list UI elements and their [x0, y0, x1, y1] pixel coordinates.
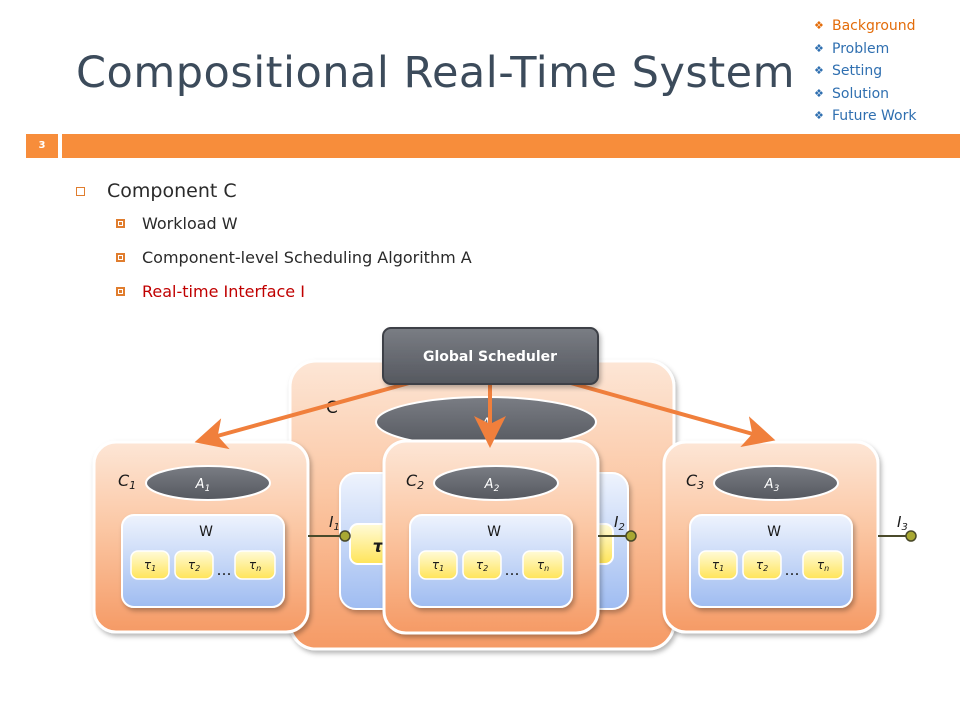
nav-item-problem[interactable]: ❖ Problem — [814, 38, 917, 61]
bullet-component: Component C — [76, 176, 472, 206]
section-nav: ❖ Background ❖ Problem ❖ Setting ❖ Solut… — [814, 15, 917, 128]
bullet-workload: Workload W — [76, 206, 472, 240]
scheduler-label: A2 — [484, 477, 500, 494]
task-label: τ1 — [432, 558, 444, 573]
scheduler-arrows — [194, 378, 776, 450]
square-bullet-icon — [116, 218, 125, 228]
global-scheduler-label: Global Scheduler — [423, 349, 557, 365]
task-box — [234, 550, 276, 580]
scheduler-node — [433, 465, 559, 501]
square-bullet-icon — [116, 252, 125, 262]
nav-label: Background — [832, 18, 916, 34]
workload-label: W — [487, 524, 501, 540]
title-divider-bar — [62, 134, 960, 158]
scheduler-node — [713, 465, 839, 501]
arrow-to-c1 — [194, 378, 421, 450]
nav-label: Solution — [832, 85, 890, 102]
component-c3: C3 A3 W τ1 τ2 … τn — [662, 440, 880, 634]
interface-port-icon — [905, 530, 917, 542]
nav-label: Problem — [832, 40, 890, 57]
task-label: τ2 — [756, 558, 768, 573]
task-label: τn — [817, 558, 829, 573]
interface-label: I2 — [614, 513, 625, 533]
interface-label: I3 — [897, 513, 908, 533]
slide-title: Compositional Real-Time System — [76, 48, 796, 98]
interface-i3: I3 — [878, 513, 917, 542]
interface-port-icon — [625, 530, 637, 542]
task-box — [418, 550, 458, 580]
scheduler-label: A1 — [195, 477, 211, 494]
bullet-interface: Real-time Interface I — [76, 274, 472, 308]
bullet-text: Component C — [107, 180, 237, 202]
task-ellipsis: … — [785, 561, 800, 579]
diamond-bullet-icon: ❖ — [814, 64, 824, 77]
bullet-text: Component-level Scheduling Algorithm A — [142, 247, 472, 267]
diamond-bullet-icon: ❖ — [814, 109, 824, 122]
task-label: τ2 — [188, 558, 200, 573]
nav-label: Setting — [832, 63, 883, 79]
diamond-bullet-icon: ❖ — [814, 41, 824, 55]
component-label: C2 — [406, 471, 424, 492]
bullet-list: Component C Workload W Component-level S… — [76, 176, 472, 308]
interface-i2: I2 — [598, 513, 637, 542]
parent-task-label: τ — [373, 537, 385, 557]
task-box — [698, 550, 738, 580]
nav-item-solution[interactable]: ❖ Solution — [814, 83, 917, 106]
component-label: C1 — [118, 471, 136, 492]
bullet-text: Real-time Interface I — [142, 281, 305, 301]
component-label: C3 — [686, 471, 704, 492]
interface-label: I1 — [329, 513, 340, 533]
interface-i1: I1 — [308, 513, 351, 542]
workload-label: W — [767, 524, 781, 540]
task-ellipsis: … — [505, 561, 520, 579]
square-bullet-icon — [116, 286, 125, 296]
task-box — [802, 550, 844, 580]
square-bullet-icon — [76, 186, 85, 196]
arrow-to-c3 — [559, 378, 776, 448]
bullet-text: Workload W — [142, 213, 238, 233]
task-ellipsis: … — [217, 561, 232, 579]
task-label: τn — [249, 558, 261, 573]
task-label: τ1 — [144, 558, 156, 573]
nav-item-setting[interactable]: ❖ Setting — [814, 60, 917, 83]
workload-label: W — [199, 524, 213, 540]
component-c2: C2 A2 W τ1 τ2 … τn — [382, 439, 600, 635]
nav-item-background[interactable]: ❖ Background — [814, 15, 917, 38]
task-box — [742, 550, 782, 580]
parent-component-label: C — [326, 398, 338, 418]
nav-item-future-work[interactable]: ❖ Future Work — [814, 105, 917, 128]
task-box — [174, 550, 214, 580]
nav-label: Future Work — [832, 108, 917, 124]
slide-number: 3 — [26, 134, 58, 158]
task-box — [462, 550, 502, 580]
diamond-bullet-icon: ❖ — [814, 19, 824, 32]
component-c1: C1 A1 W τ1 τ2 … τn — [92, 440, 310, 634]
diamond-bullet-icon: ❖ — [814, 86, 824, 100]
task-label: τn — [537, 558, 549, 573]
global-scheduler-box — [382, 327, 599, 385]
task-box — [522, 550, 564, 580]
global-scheduler: Global Scheduler — [382, 327, 599, 385]
scheduler-label: A3 — [764, 477, 780, 494]
task-label: τ1 — [712, 558, 724, 573]
scheduler-node — [145, 465, 271, 501]
interface-port-icon — [339, 530, 351, 542]
task-box — [130, 550, 170, 580]
bullet-scheduling-algorithm: Component-level Scheduling Algorithm A — [76, 240, 472, 274]
task-label: τ2 — [476, 558, 488, 573]
